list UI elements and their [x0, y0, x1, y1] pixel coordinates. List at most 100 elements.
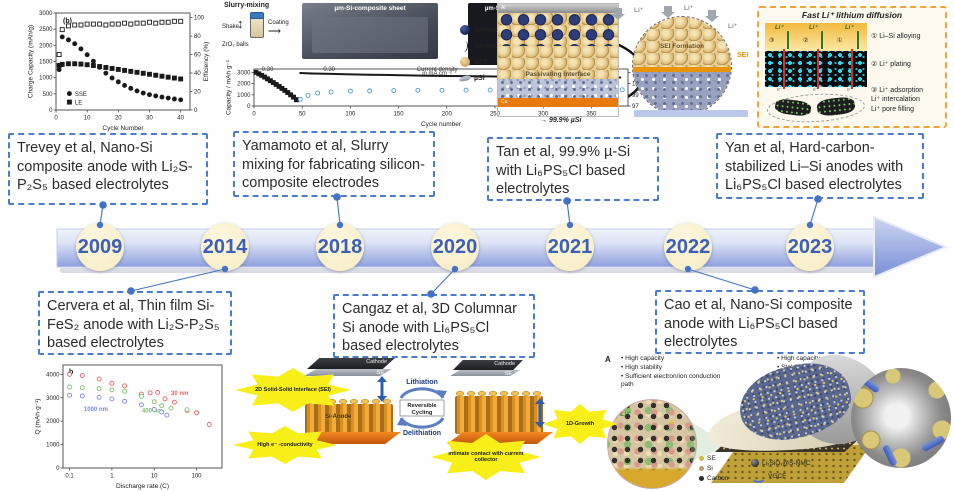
tan-electrode-image: Al Passivating Interface Cu — [498, 4, 618, 116]
svg-text:30 nm: 30 nm — [171, 391, 188, 397]
shake-arrow-icon: ↕ — [237, 16, 244, 31]
cao-legend-materials: SE Si Carbon — [699, 454, 728, 484]
svg-text:400 nm: 400 nm — [142, 408, 163, 414]
micro-si-annotation: → 99.9% µSi — [540, 117, 582, 124]
svg-text:0: 0 — [194, 108, 198, 114]
year-2022: 2022 — [664, 223, 712, 271]
svg-text:Cycle number: Cycle number — [421, 121, 462, 128]
hard-carbon-layer: e⁻ e⁻ e⁻ — [765, 87, 867, 125]
svg-text:0: 0 — [56, 466, 60, 472]
li-path-line — [787, 31, 789, 49]
sei-formation-label: SEI Formation — [659, 43, 705, 50]
svg-text:10: 10 — [151, 474, 158, 480]
svg-text:Charge Capacity (mAh/g): Charge Capacity (mAh/g) — [28, 25, 35, 98]
cao-citation-box: Cao et al, Nano-Si composite anode with … — [655, 290, 865, 354]
si-columns-right — [455, 396, 543, 434]
sei-starburst: 2D Solid-Solid Interface (SEI) — [235, 368, 351, 412]
cao-art: A • High capacity • High stability • Suf… — [603, 344, 954, 492]
cycling-label-1: Reversible — [407, 403, 437, 409]
svg-text:0: 0 — [54, 116, 58, 122]
li-down-arrow-icon — [661, 6, 675, 18]
svg-text:350: 350 — [586, 112, 597, 118]
svg-text:500: 500 — [42, 92, 53, 98]
conductivity-starburst: High e⁻ -conductivity — [233, 426, 337, 464]
svg-text:250: 250 — [490, 112, 501, 118]
legend-item-carbon: Carbon — [458, 38, 502, 54]
cathode-slab: Cathode — [307, 358, 395, 369]
cao-legend-particles: Li₂SiOₓ@S-NMC VGCF — [751, 458, 810, 483]
svg-text:Cycle Number: Cycle Number — [102, 125, 144, 132]
svg-text:2000: 2000 — [46, 419, 60, 425]
svg-text:300: 300 — [538, 112, 549, 118]
sheet-image-label: µm-Si-composite sheet — [334, 5, 406, 12]
slurry-mixing-label: Slurry-mixing — [224, 2, 270, 9]
svg-text:Current density: Current density — [417, 67, 458, 73]
e-path-line — [851, 49, 853, 89]
li-ion-label: Li⁺ — [728, 23, 738, 30]
svg-text:0.1: 0.1 — [65, 474, 74, 480]
svg-text:20: 20 — [194, 90, 201, 96]
svg-text:150: 150 — [394, 112, 405, 118]
yan-item-1: ① Li–Si alloying — [871, 33, 921, 40]
svg-text:2000: 2000 — [39, 43, 53, 49]
lithiation-label: Lithiation — [406, 379, 438, 386]
sse-zone: Passivating Interface — [498, 46, 618, 79]
vial-icon — [250, 12, 264, 38]
cangaz-art: Cathode SE Si-Anode Lithiation Reversibl… — [233, 356, 617, 490]
nmc-inset-circle — [851, 368, 951, 468]
year-2009: 2009 — [76, 223, 124, 271]
svg-text:30: 30 — [146, 116, 153, 122]
cathode-sphere-icon — [458, 25, 471, 35]
cathode-composite-zone — [498, 13, 618, 46]
vgcf-curve-icon — [751, 470, 766, 483]
svg-text:1000: 1000 — [46, 443, 60, 449]
svg-text:50: 50 — [299, 112, 306, 118]
al-current-collector: Al — [498, 4, 618, 13]
svg-text:2000: 2000 — [237, 82, 251, 88]
legend-item-cathode: Cathode — [458, 22, 502, 38]
usi-zone — [498, 79, 618, 98]
svg-text:0: 0 — [49, 108, 53, 114]
growth-starburst: 1D-Growth — [543, 404, 617, 444]
svg-text:3000: 3000 — [39, 11, 53, 17]
carbon-dot-icon — [699, 475, 704, 481]
li-ion-label: Li⁺ — [634, 7, 644, 14]
svg-text:3000: 3000 — [237, 70, 251, 76]
sei-label: SEI — [737, 52, 749, 59]
se-dot-icon — [699, 455, 704, 461]
coating-arrow-icon: ⟶ — [268, 26, 281, 36]
trevey-citation-box: Trevey et al, Nano-Si composite anode wi… — [8, 133, 208, 205]
anode-composite-inset: Li⁺ e⁻ — [608, 400, 696, 488]
svg-text:Q (mAh·g⁻¹): Q (mAh·g⁻¹) — [35, 399, 42, 435]
se-slab: SE — [304, 369, 392, 376]
coating-label: Coating — [268, 20, 289, 26]
sei-band — [633, 67, 731, 72]
svg-text:3000: 3000 — [46, 396, 60, 402]
svg-text:40: 40 — [194, 71, 201, 77]
e-path-line — [783, 49, 785, 89]
cervera-citation-box: Cervera et al, Thin film Si-FeS₂ anode w… — [38, 291, 232, 355]
year-2021: 2021 — [546, 223, 594, 271]
columns-caps — [305, 398, 393, 405]
year-2020: 2020 — [431, 223, 479, 271]
sse-sphere-icon — [458, 57, 471, 67]
year-2018: 2018 — [316, 223, 364, 271]
svg-text:in mA cm⁻²: in mA cm⁻² — [422, 71, 452, 77]
svg-text:Capacity / mAh g⁻¹: Capacity / mAh g⁻¹ — [226, 60, 233, 115]
svg-text:1: 1 — [110, 474, 114, 480]
svg-text:100: 100 — [194, 16, 205, 22]
svg-text:97: 97 — [632, 104, 639, 110]
li-path-line — [821, 31, 823, 49]
se-slab-right: SE — [450, 370, 520, 376]
svg-text:1000: 1000 — [237, 93, 251, 99]
yamamoto-citation-box: Yamamoto et al, Slurry mixing for fabric… — [233, 131, 435, 197]
columns-caps-right — [455, 390, 543, 397]
tan-legend: Cathode Carbon SSE µSi — [458, 22, 502, 86]
year-2023: 2023 — [786, 223, 834, 271]
svg-text:1000: 1000 — [39, 76, 53, 82]
legend-item-usi: µSi — [458, 70, 502, 86]
copper-base-left — [295, 432, 401, 444]
porous-host-layer — [765, 49, 867, 89]
cu-current-collector: Cu — [498, 98, 618, 107]
